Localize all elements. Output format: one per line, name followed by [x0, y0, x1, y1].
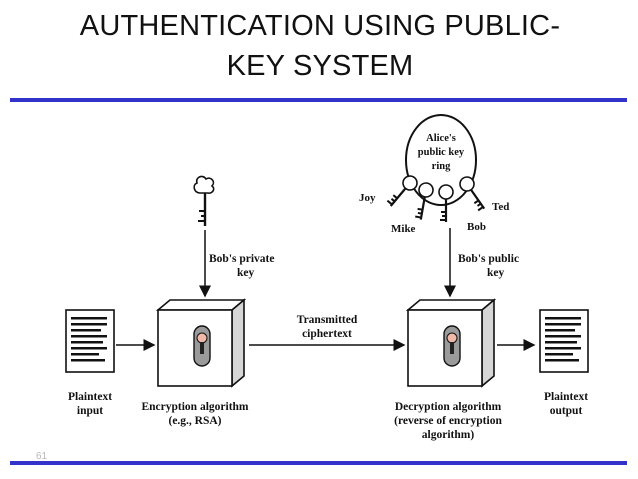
plaintext-output-label-2: output	[550, 405, 583, 417]
footer-rule	[10, 461, 627, 465]
transmit-label-1: Transmitted	[297, 314, 358, 326]
keyring-name-ted: Ted	[492, 201, 509, 213]
decryption-box	[405, 298, 497, 388]
public-key-label-2: key	[487, 267, 505, 279]
keyring-name-bob: Bob	[467, 221, 486, 233]
keyring-label-2: public key	[418, 147, 465, 158]
encryption-label-1: Encryption algorithm	[141, 401, 248, 413]
private-key-label-2: key	[237, 267, 255, 279]
plaintext-output-document-icon	[539, 309, 589, 373]
encryption-label-2: (e.g., RSA)	[168, 415, 221, 427]
keyring-name-joy: Joy	[359, 192, 376, 204]
plaintext-output-label-1: Plaintext	[544, 391, 588, 403]
encryption-lock-icon	[193, 325, 211, 367]
plaintext-input-label-2: input	[77, 405, 103, 417]
ted-key-icon	[456, 173, 492, 214]
decryption-label-1: Decryption algorithm	[395, 401, 502, 413]
plaintext-input-label-1: Plaintext	[68, 391, 112, 403]
private-key-label-1: Bob's private	[209, 253, 275, 265]
alice-keyring: Alice's public key ring Joy Mike Bob Ted	[359, 114, 509, 235]
title-rule	[10, 98, 627, 102]
transmit-label-2: ciphertext	[302, 328, 352, 340]
encryption-box	[155, 298, 247, 388]
decryption-label-2: (reverse of encryption	[394, 415, 502, 427]
decryption-lock-icon	[443, 325, 461, 367]
mike-key-icon	[412, 180, 436, 222]
plaintext-input-document-icon	[65, 309, 115, 373]
title-line-1: AUTHENTICATION USING PUBLIC-	[79, 10, 561, 42]
joy-key-icon	[384, 172, 421, 212]
keyring-name-mike: Mike	[391, 223, 416, 235]
keyring-label-3: ring	[432, 161, 451, 172]
title-line-2: KEY SYSTEM	[226, 50, 414, 82]
public-key-label-1: Bob's public	[458, 253, 519, 265]
keyring-loop	[405, 114, 477, 206]
decryption-label-3: algorithm)	[422, 429, 475, 441]
private-key-icon	[193, 175, 215, 226]
page-number: 61	[36, 451, 48, 462]
keyring-label-1: Alice's	[426, 133, 456, 144]
slide-title: AUTHENTICATION USING PUBLIC- KEY SYSTEM	[20, 6, 620, 86]
